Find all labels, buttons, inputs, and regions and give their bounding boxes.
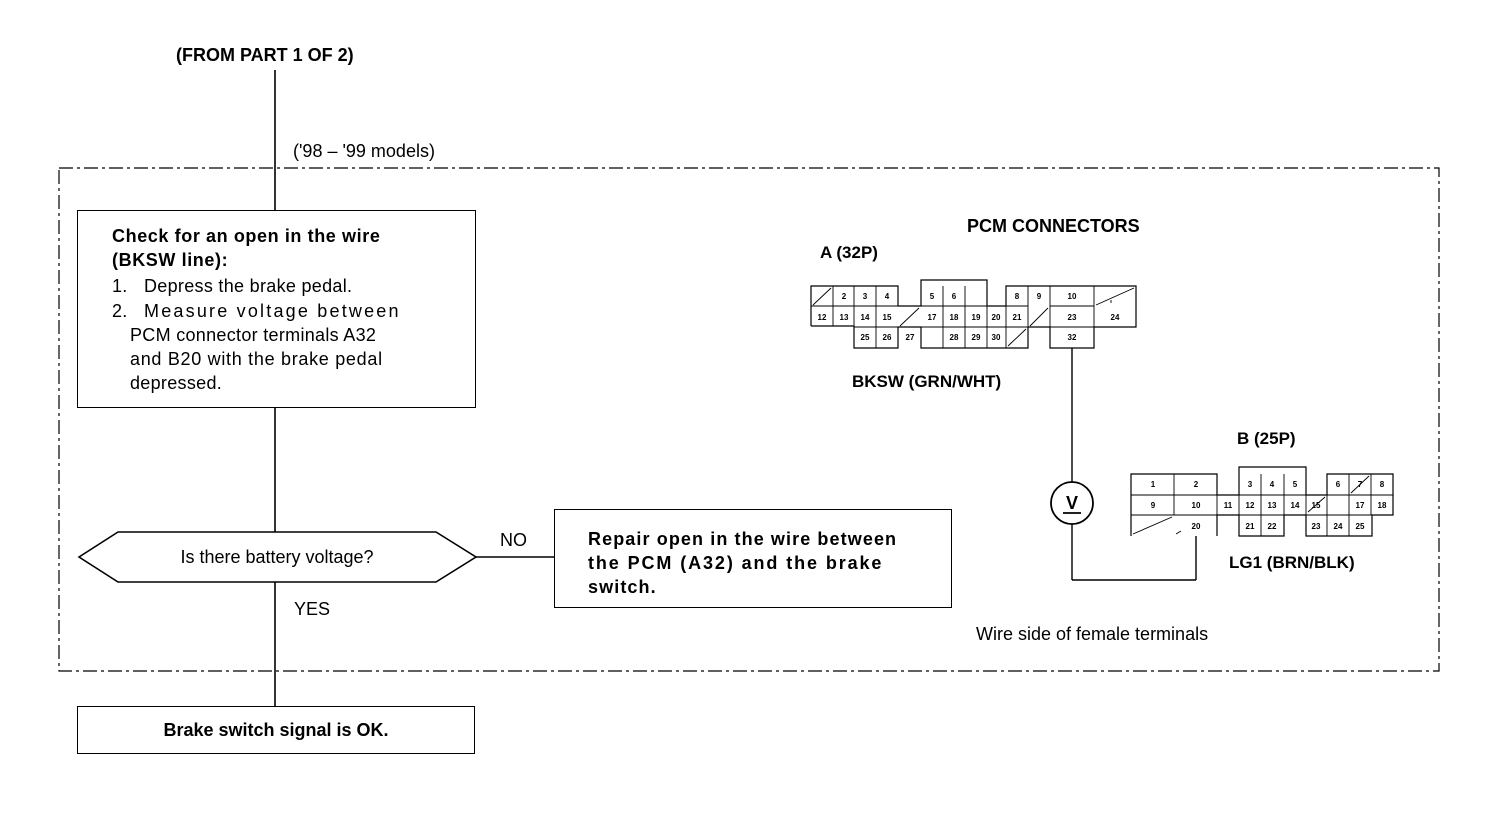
terminal-b17: 17 <box>1356 501 1365 510</box>
decision-shape <box>77 531 478 583</box>
step-2-line4: depressed. <box>130 373 223 393</box>
terminal-b21: 21 <box>1246 522 1255 531</box>
terminal-b10: 10 <box>1192 501 1201 510</box>
check-step-box: Check for an open in the wire (BKSW line… <box>77 210 476 408</box>
terminal-b12: 12 <box>1246 501 1255 510</box>
terminal-b18: 18 <box>1378 501 1387 510</box>
lg1-wire-label: LG1 (BRN/BLK) <box>1229 553 1355 572</box>
repair-line1: Repair open in the wire between <box>588 529 898 549</box>
terminal-b23: 23 <box>1312 522 1321 531</box>
terminal-a30: 30 <box>992 333 1001 342</box>
terminal-a25: 25 <box>861 333 870 342</box>
result-box: Brake switch signal is OK. <box>77 706 475 754</box>
terminal-b1: 1 <box>1151 480 1156 489</box>
terminal-a6: 6 <box>952 292 957 301</box>
terminal-a17: 17 <box>928 313 937 322</box>
step-1-text: Depress the brake pedal. <box>144 276 353 296</box>
terminal-a9: 9 <box>1037 292 1042 301</box>
terminal-a32: 32 <box>1068 333 1077 342</box>
terminal-a27: 27 <box>906 333 915 342</box>
terminal-b11: 11 <box>1224 501 1233 510</box>
terminal-a2: 2 <box>842 292 847 301</box>
from-part-label: (FROM PART 1 OF 2) <box>176 45 354 65</box>
terminal-a18: 18 <box>950 313 959 322</box>
terminal-a29: 29 <box>972 333 981 342</box>
terminal-b7: 7 <box>1358 480 1363 489</box>
connector-b-label: B (25P) <box>1237 429 1296 448</box>
repair-box: Repair open in the wire between the PCM … <box>554 509 952 608</box>
terminal-a21: 21 <box>1013 313 1022 322</box>
repair-line2: the PCM (A32) and the brake <box>588 553 884 573</box>
decision-no-label: NO <box>500 530 527 550</box>
decision-yes-label: YES <box>294 599 331 619</box>
terminal-b4: 4 <box>1270 480 1275 489</box>
model-range-label: ('98 – '99 models) <box>293 141 435 161</box>
pcm-connectors-title: PCM CONNECTORS <box>967 216 1140 236</box>
result-text: Brake switch signal is OK. <box>163 720 389 740</box>
decision-question: Is there battery voltage? <box>180 547 374 567</box>
terminal-a19: 19 <box>972 313 981 322</box>
terminal-b22: 22 <box>1268 522 1277 531</box>
terminal-b2: 2 <box>1194 480 1199 489</box>
terminal-b24: 24 <box>1334 522 1343 531</box>
terminal-a3: 3 <box>863 292 868 301</box>
terminal-a4: 4 <box>885 292 890 301</box>
wire-side-note: Wire side of female terminals <box>976 624 1209 644</box>
terminal-a20: 20 <box>992 313 1001 322</box>
terminal-a15: 15 <box>883 313 892 322</box>
terminal-a10: 10 <box>1068 292 1077 301</box>
terminal-a14: 14 <box>861 313 870 322</box>
terminal-b25: 25 <box>1356 522 1365 531</box>
repair-line3: switch. <box>588 577 657 597</box>
terminal-a13: 13 <box>840 313 849 322</box>
terminal-b13: 13 <box>1268 501 1277 510</box>
terminal-b8: 8 <box>1380 480 1385 489</box>
terminal-b6: 6 <box>1336 480 1341 489</box>
terminal-a24: 24 <box>1111 313 1120 322</box>
terminal-a26: 26 <box>883 333 892 342</box>
terminal-b15: 15 <box>1312 501 1321 510</box>
terminal-a8: 8 <box>1015 292 1020 301</box>
terminal-b3: 3 <box>1248 480 1253 489</box>
terminal-b14: 14 <box>1291 501 1300 510</box>
terminal-b9: 9 <box>1151 501 1156 510</box>
step-2-line3: and B20 with the brake pedal <box>130 349 383 369</box>
connector-a-label: A (32P) <box>820 243 878 262</box>
terminal-b5: 5 <box>1293 480 1298 489</box>
check-title-line2: (BKSW line): <box>112 250 229 270</box>
check-title-line1: Check for an open in the wire <box>112 226 381 246</box>
terminal-b20: 20 <box>1192 522 1201 531</box>
bksw-wire-label: BKSW (GRN/WHT) <box>852 372 1002 391</box>
model-range-frame <box>58 167 1440 672</box>
terminal-a12: 12 <box>818 313 827 322</box>
step-2-line2: PCM connector terminals A32 <box>130 325 377 345</box>
voltmeter-icon <box>1050 481 1094 525</box>
terminal-a23: 23 <box>1068 313 1077 322</box>
voltmeter-symbol: V <box>1066 493 1078 513</box>
terminal-a28: 28 <box>950 333 959 342</box>
step-2-line1: Measure voltage between <box>144 301 401 321</box>
step-1-number: 1. <box>112 276 128 296</box>
terminal-a5: 5 <box>930 292 935 301</box>
step-2-number: 2. <box>112 301 128 321</box>
